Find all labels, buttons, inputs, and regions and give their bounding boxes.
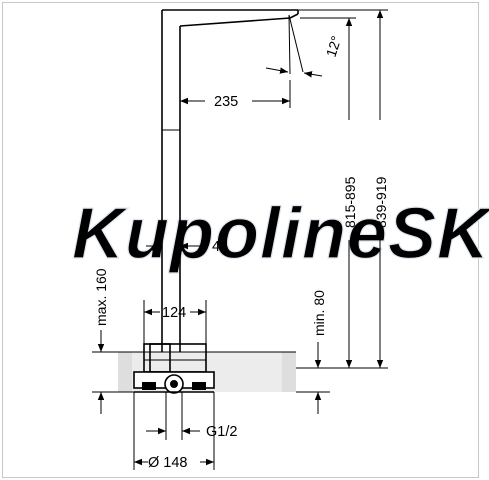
thread-label: G1/2 xyxy=(206,424,237,440)
min-floor-dimension-lines xyxy=(296,342,330,414)
base-width-label: 124 xyxy=(162,305,186,321)
drawing-frame xyxy=(2,2,479,478)
inner-height-label: 815-895 xyxy=(342,176,358,228)
spout-angle-lines xyxy=(265,14,323,78)
max-height-label: max. 160 xyxy=(93,268,109,326)
thread-dimension-lines xyxy=(146,392,200,440)
flange-diameter-dimension-lines xyxy=(133,392,215,470)
max-height-dimension-lines xyxy=(92,330,144,414)
outer-height-dimension-lines xyxy=(296,9,388,369)
base-width-dimension-lines xyxy=(143,300,207,344)
watermark: KupolineSK xyxy=(72,194,489,274)
reach-dimension-lines xyxy=(179,80,291,108)
min-floor-label: min. 80 xyxy=(311,290,327,336)
column-width-label: 44 xyxy=(212,239,228,255)
reach-dimension-label: 235 xyxy=(214,94,238,110)
spout-angle-label: 12° xyxy=(323,34,345,59)
outer-height-label: 839-919 xyxy=(373,176,389,228)
faucet-outline xyxy=(133,9,299,394)
flange-diameter-label: Ø 148 xyxy=(148,455,188,471)
